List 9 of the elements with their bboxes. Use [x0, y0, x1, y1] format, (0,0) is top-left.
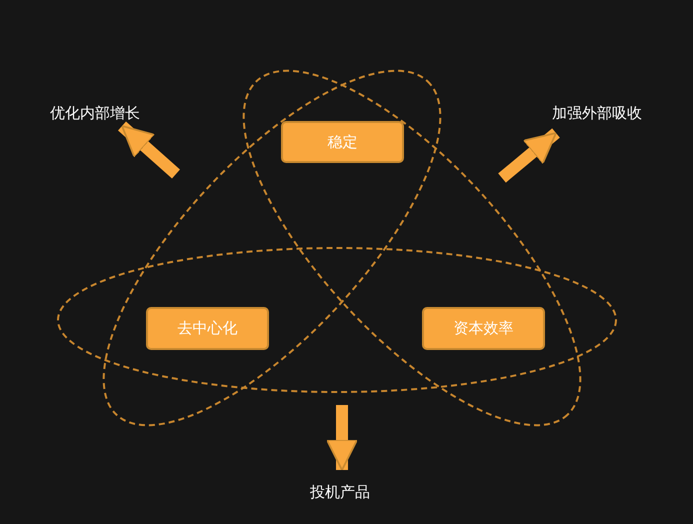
concept-box: 稳定	[281, 121, 404, 163]
concept-box: 资本效率	[422, 307, 545, 350]
outcome-label: 加强外部吸收	[552, 103, 648, 123]
outcome-label: 优化内部增长	[50, 103, 146, 123]
arrow	[326, 405, 358, 471]
arrow	[118, 122, 180, 178]
outcome-label: 投机产品	[310, 482, 374, 502]
arrow	[498, 128, 560, 183]
concept-box: 去中心化	[146, 307, 269, 350]
